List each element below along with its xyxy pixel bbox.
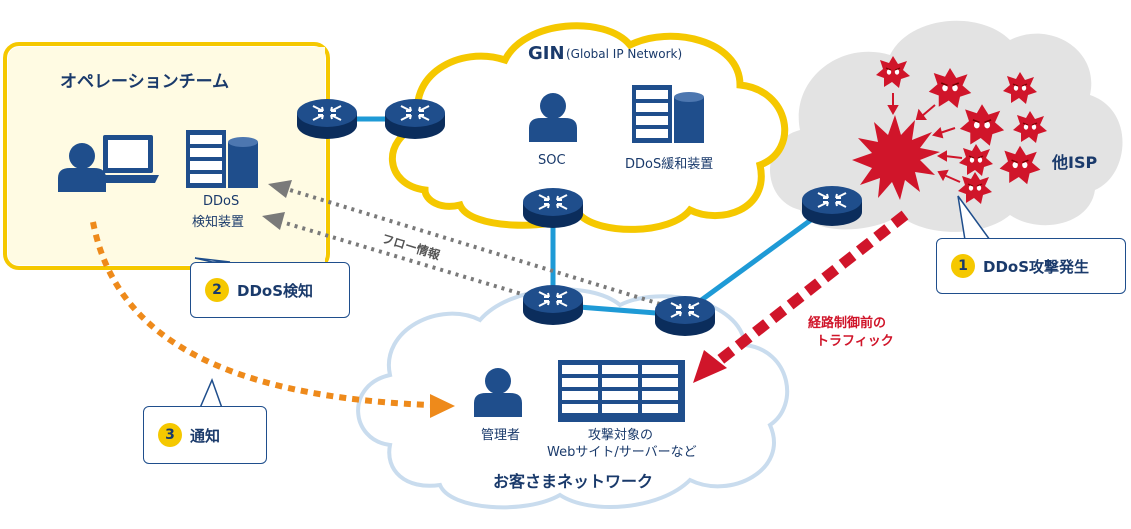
step-number: 3	[158, 423, 182, 447]
callout-ddos-detect: 2 DDoS検知	[190, 262, 350, 318]
step-text: DDoS検知	[237, 281, 314, 300]
router-icon	[296, 98, 358, 140]
step-text: DDoS攻撃発生	[983, 257, 1090, 276]
target-label-1: 攻撃対象の	[588, 428, 654, 443]
target-label-2: Webサイト/サーバーなど	[547, 445, 697, 460]
detector-label-1: DDoS	[203, 194, 240, 209]
traffic-label-2: トラフィック	[816, 334, 894, 349]
callout-notify: 3 通知	[143, 406, 267, 464]
mitigation-label: DDoS緩和装置	[625, 157, 714, 172]
detector-label-2: 検知装置	[192, 215, 245, 230]
customer-title: お客さまネットワーク	[493, 472, 654, 491]
target-servers-icon	[558, 360, 685, 422]
step-number: 1	[951, 254, 975, 278]
router-icon	[522, 284, 584, 326]
flow-arrow-1	[289, 188, 661, 306]
other-isp-cloud	[770, 20, 1123, 232]
ddos-detector-icon	[186, 130, 258, 188]
operation-team-title: オペレーションチーム	[60, 72, 230, 92]
laptop-icon	[97, 135, 159, 183]
link-r5-r6	[683, 203, 832, 315]
step-text: 通知	[190, 426, 221, 445]
other-isp-label: 他ISP	[1052, 153, 1098, 172]
attack-arrows	[887, 93, 963, 183]
gin-title: GIN	[528, 43, 565, 64]
step-number: 2	[205, 278, 229, 302]
mitigation-device-icon	[632, 85, 704, 143]
traffic-label-1: 経路制御前の	[808, 316, 887, 331]
soc-label: SOC	[538, 153, 566, 168]
attack-burst-icon	[852, 115, 940, 200]
admin-label: 管理者	[481, 428, 521, 443]
router-icon	[654, 295, 716, 337]
callout-ddos-attack: 1 DDoS攻撃発生	[936, 238, 1126, 294]
attack-traffic-arrow	[716, 210, 909, 365]
notify-arrow	[90, 221, 431, 408]
gin-subtitle: (Global IP Network)	[566, 47, 683, 61]
router-icon	[801, 185, 863, 227]
router-icon	[522, 187, 584, 229]
router-icon	[384, 98, 446, 140]
